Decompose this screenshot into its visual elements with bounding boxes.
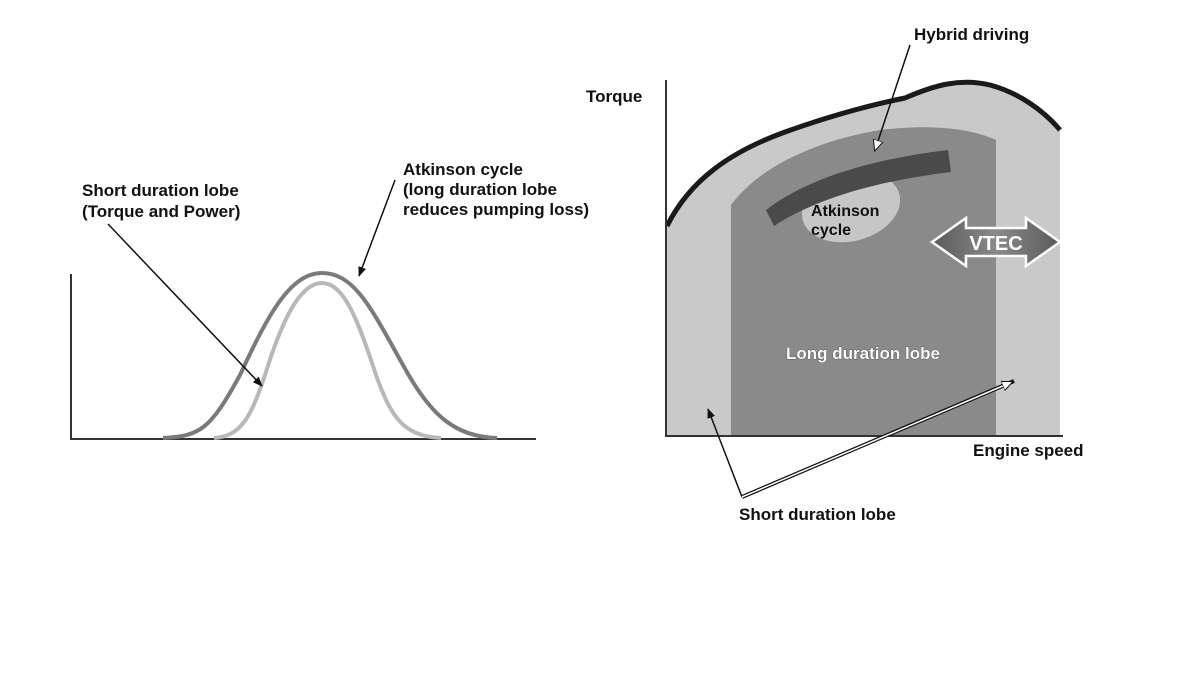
engine-speed-axis-label: Engine speed (973, 441, 1084, 460)
torque-axis-label: Torque (586, 87, 642, 106)
vtec-double-arrow (929, 215, 1063, 269)
atkinson-label-line-3: reduces pumping loss) (403, 200, 589, 219)
svg-text:Atkinson cycle (long dur: Atkinson cycle (long duration lobe reduc… (403, 160, 589, 219)
short-duration-pointer-right-inner (741, 382, 1012, 498)
svg-text:Short duration lobe (Tor: Short duration lobe (Torque and Power) (82, 181, 244, 221)
vtec-label: VTEC (969, 233, 1022, 255)
short-duration-label-line-1: Short duration lobe (82, 181, 239, 200)
right-axes (665, 80, 1063, 437)
short-duration-region-label: Short duration lobe (739, 505, 896, 524)
atkinson-label-line-1: Atkinson cycle (403, 160, 523, 179)
atkinson-pointer (358, 179, 396, 277)
svg-text:Atkinson cycle: Atkinson cycle (811, 203, 884, 239)
long-duration-lift-curve (162, 270, 498, 440)
short-duration-label-line-2: (Torque and Power) (82, 202, 240, 221)
short-duration-lift-curve (213, 280, 442, 440)
atkinson-label-line-2: (long duration lobe (403, 180, 557, 199)
left-axes (70, 274, 536, 440)
right-torque-diagram: VTEC Torque Engine speed Hybrid driving … (586, 25, 1084, 524)
atkinson-region-label-line-1: Atkinson (811, 203, 879, 220)
short-duration-pointer-left (707, 408, 743, 498)
long-duration-label: Long duration lobe (786, 344, 940, 363)
hybrid-driving-label: Hybrid driving (914, 25, 1029, 44)
hybrid-driving-band (766, 150, 951, 226)
left-lift-diagram: Short duration lobe (Torque and Power) A… (70, 160, 589, 440)
hybrid-driving-pointer (875, 44, 911, 150)
atkinson-region-label-line-2: cycle (811, 222, 851, 239)
short-duration-pointer (107, 223, 263, 387)
